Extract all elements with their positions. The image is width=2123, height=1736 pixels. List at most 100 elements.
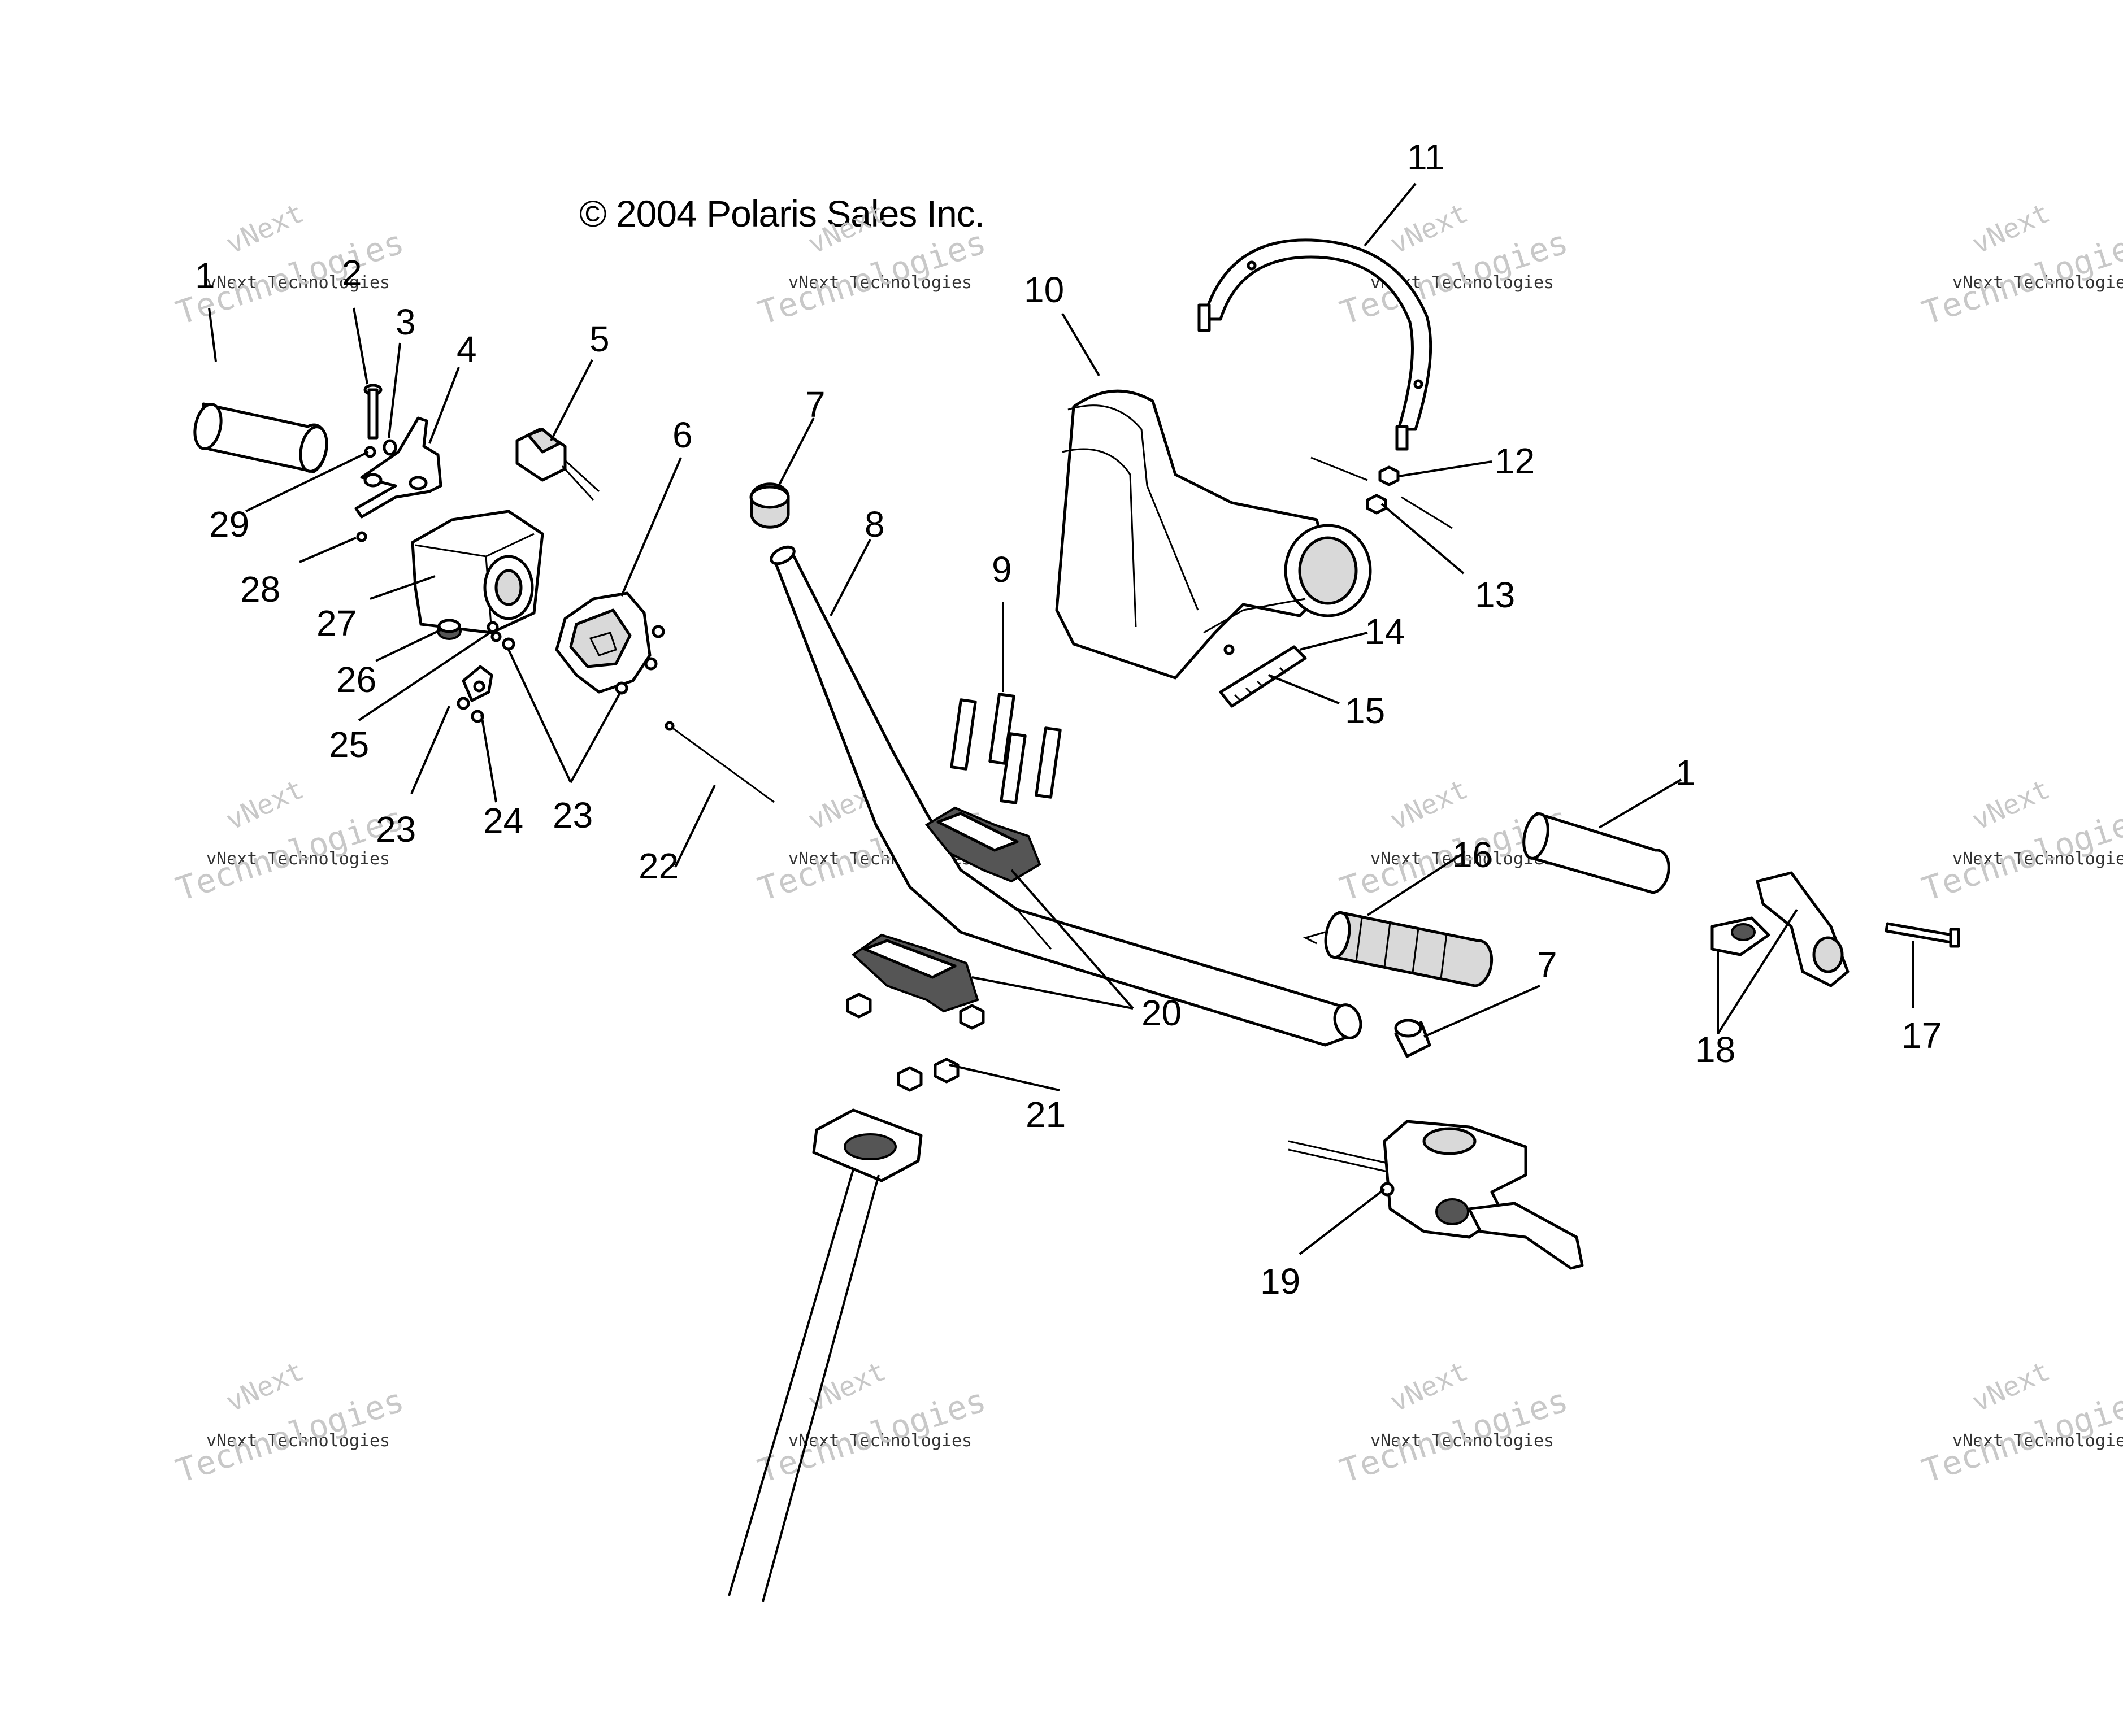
callout-23: 23 bbox=[376, 809, 416, 850]
screw bbox=[457, 697, 484, 723]
guide-line bbox=[1310, 456, 1368, 481]
small-washer bbox=[356, 531, 367, 542]
callout-6: 6 bbox=[672, 415, 693, 455]
nut bbox=[1378, 465, 1400, 486]
svg-text:vNext Technologies: vNext Technologies bbox=[1370, 849, 1554, 869]
nuts bbox=[846, 993, 985, 1092]
callout-2: 2 bbox=[342, 253, 362, 293]
throttle-lever bbox=[1710, 871, 1850, 987]
throttle-cable bbox=[665, 721, 775, 803]
watermark: vNext vNext Technologies Technologies bbox=[1917, 1355, 2123, 1490]
handlebar-clamp-upper bbox=[925, 806, 1041, 883]
callout-4: 4 bbox=[457, 329, 477, 369]
bar-end-plug bbox=[749, 482, 790, 529]
callout-7: 7 bbox=[805, 384, 826, 425]
copyright-notice: © 2004 Polaris Sales Inc. bbox=[579, 193, 985, 234]
bushing bbox=[437, 619, 462, 640]
screw bbox=[363, 384, 383, 440]
svg-text:vNext: vNext bbox=[221, 197, 309, 260]
svg-text:vNext Technologies: vNext Technologies bbox=[1952, 849, 2123, 869]
watermark: vNext vNext Technologies Technologies bbox=[753, 1355, 991, 1490]
svg-text:vNext Technologies: vNext Technologies bbox=[1370, 1431, 1554, 1451]
svg-text:vNext: vNext bbox=[803, 197, 891, 260]
callout-12: 12 bbox=[1495, 441, 1535, 481]
svg-text:vNext Technologies: vNext Technologies bbox=[206, 273, 390, 293]
callout-24: 24 bbox=[483, 800, 523, 841]
handlebar bbox=[770, 545, 1362, 1047]
guide-line bbox=[1401, 496, 1453, 529]
callout-26: 26 bbox=[336, 659, 376, 700]
callout-27: 27 bbox=[316, 603, 357, 643]
brake-lever-assembly bbox=[1288, 1120, 1584, 1270]
callout-13: 13 bbox=[1475, 575, 1515, 615]
screw bbox=[502, 637, 515, 651]
callout-7: 7 bbox=[1537, 945, 1557, 985]
svg-text:vNext Technologies: vNext Technologies bbox=[1952, 273, 2123, 293]
grip-right bbox=[1522, 812, 1670, 894]
grip-left bbox=[193, 402, 328, 473]
watermark: vNext vNext Technologies Technologies bbox=[1917, 773, 2123, 908]
watermark: vNext vNext Technologies Technologies bbox=[1917, 197, 2123, 332]
callout-25: 25 bbox=[329, 724, 369, 765]
callout-15: 15 bbox=[1345, 690, 1385, 731]
callout-29: 29 bbox=[209, 504, 249, 545]
callout-18: 18 bbox=[1695, 1029, 1735, 1070]
small-washer bbox=[487, 621, 499, 633]
svg-text:vNext: vNext bbox=[1385, 197, 1473, 260]
callout-1: 1 bbox=[195, 255, 215, 296]
svg-text:vNext: vNext bbox=[221, 1355, 309, 1419]
watermarks: vNext vNext Technologies Technologies vN… bbox=[171, 197, 2123, 1490]
watermark: vNext vNext Technologies Technologies bbox=[753, 197, 991, 332]
leader-lines bbox=[208, 182, 1914, 1255]
callout-8: 8 bbox=[865, 504, 885, 545]
mirror-bracket bbox=[354, 416, 442, 519]
callout-17: 17 bbox=[1901, 1015, 1942, 1056]
callout-28: 28 bbox=[240, 569, 280, 610]
heated-grip bbox=[1303, 911, 1494, 987]
callout-16: 16 bbox=[1452, 834, 1492, 875]
wire-clip bbox=[515, 428, 600, 501]
svg-text:vNext: vNext bbox=[1967, 197, 2055, 260]
callout-14: 14 bbox=[1365, 611, 1405, 652]
callout-19: 19 bbox=[1260, 1261, 1300, 1302]
pivot-pin bbox=[1885, 922, 1960, 948]
watermark: vNext vNext Technologies Technologies bbox=[171, 773, 409, 908]
svg-text:vNext: vNext bbox=[1967, 773, 2055, 837]
small-washer bbox=[490, 631, 502, 642]
callout-20: 20 bbox=[1141, 993, 1182, 1033]
svg-text:vNext Technologies: vNext Technologies bbox=[788, 1431, 972, 1451]
callout-22: 22 bbox=[639, 846, 679, 886]
svg-text:vNext: vNext bbox=[1385, 1355, 1473, 1419]
callout-3: 3 bbox=[396, 302, 416, 342]
svg-text:vNext: vNext bbox=[1385, 773, 1473, 837]
watermark: vNext vNext Technologies Technologies bbox=[1335, 1355, 1573, 1490]
clamp-bolts bbox=[950, 693, 1062, 804]
washer bbox=[364, 439, 397, 458]
steering-post bbox=[728, 1108, 923, 1602]
callout-21: 21 bbox=[1026, 1094, 1066, 1135]
callout-11: 11 bbox=[1407, 137, 1444, 177]
svg-text:vNext Technologies: vNext Technologies bbox=[1952, 1431, 2123, 1451]
watermark: vNext vNext Technologies Technologies bbox=[171, 1355, 409, 1490]
screw bbox=[615, 625, 665, 695]
callout-23: 23 bbox=[553, 795, 593, 836]
throttle-housing bbox=[411, 510, 544, 634]
mounting-bracket bbox=[1219, 644, 1307, 708]
svg-text:vNext Technologies: vNext Technologies bbox=[206, 849, 390, 869]
callout-9: 9 bbox=[992, 549, 1012, 590]
instrument-pod bbox=[1055, 389, 1372, 680]
throttle-cover bbox=[555, 591, 652, 694]
svg-text:vNext: vNext bbox=[1967, 1355, 2055, 1419]
cover-plate bbox=[462, 665, 493, 702]
handlebar-clamp-lower bbox=[851, 933, 979, 1013]
callouts: 1 2 3 4 5 6 7 8 9 10 11 12 13 14 15 16 1… bbox=[195, 137, 1942, 1302]
svg-text:vNext: vNext bbox=[221, 773, 309, 837]
callout-1: 1 bbox=[1675, 752, 1696, 793]
callout-5: 5 bbox=[589, 319, 610, 359]
callout-10: 10 bbox=[1024, 269, 1064, 310]
svg-text:vNext Technologies: vNext Technologies bbox=[206, 1431, 390, 1451]
bar-end-plug bbox=[1394, 1019, 1431, 1058]
headlight-hoop bbox=[1197, 238, 1432, 451]
